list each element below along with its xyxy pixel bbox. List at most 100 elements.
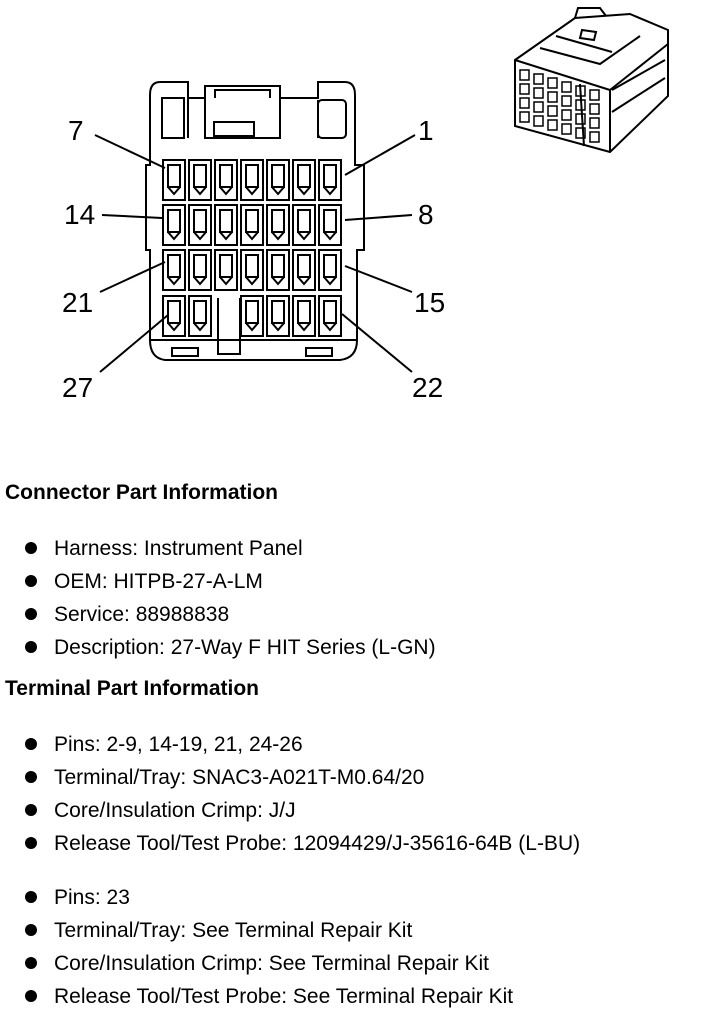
terminal-cavity-notch	[193, 231, 207, 241]
iso-cavity	[561, 81, 572, 93]
iso-cavity	[589, 131, 600, 143]
bullet-icon	[25, 924, 37, 936]
terminal-cavity	[318, 159, 342, 201]
bullet-icon	[25, 608, 37, 620]
iso-cavity	[533, 73, 544, 85]
terminal-cavity-inner	[193, 300, 207, 324]
list-item-text: Terminal/Tray: SNAC3-A021T-M0.64/20	[54, 766, 425, 789]
pin-label-15: 15	[414, 287, 445, 318]
terminal-cavity-inner	[245, 164, 259, 188]
connector-face-diagram: 7 1 14 8 21 15 27 22	[62, 7, 669, 403]
terminal-cavity-inner	[323, 254, 337, 278]
list-item: Harness: Instrument Panel	[0, 532, 436, 565]
terminal-cavity	[292, 159, 316, 201]
leader-7	[94, 134, 166, 169]
terminal-cavity-notch	[297, 322, 311, 332]
terminal-cavity-inner	[297, 254, 311, 278]
list-item: Release Tool/Test Probe: See Terminal Re…	[0, 980, 513, 1013]
list-item: Pins: 2-9, 14-19, 21, 24-26	[0, 728, 580, 761]
terminal-cavity-notch	[323, 276, 337, 286]
bullet-icon	[25, 641, 37, 653]
terminal-cavity-inner	[167, 209, 181, 233]
terminal-cavity	[266, 249, 290, 291]
terminal-cavity	[162, 204, 186, 246]
bullet-icon	[25, 957, 37, 969]
terminal-cavity	[214, 204, 238, 246]
list-item-text: Terminal/Tray: See Terminal Repair Kit	[54, 919, 413, 942]
leader-27	[99, 314, 169, 373]
terminal-cavity	[214, 159, 238, 201]
list-item: Description: 27-Way F HIT Series (L-GN)	[0, 631, 436, 664]
pin-label-27: 27	[62, 372, 93, 403]
list-item-text: Service: 88988838	[54, 603, 230, 626]
iso-cavity	[589, 117, 600, 129]
terminal-cavity-notch	[167, 322, 181, 332]
pin-label-1: 1	[418, 115, 434, 146]
terminal-cavity	[162, 295, 186, 337]
iso-cavity	[519, 97, 530, 109]
list-item-text: OEM: HITPB-27-A-LM	[54, 570, 263, 593]
leader-15	[344, 265, 413, 293]
terminal-cavity-notch	[271, 322, 285, 332]
terminal-cavity-inner	[245, 254, 259, 278]
terminal-cavity-notch	[323, 186, 337, 196]
terminal-cavity-notch	[245, 276, 259, 286]
list-item-text: Harness: Instrument Panel	[54, 537, 303, 560]
terminal-cavity-notch	[271, 231, 285, 241]
bullet-icon	[25, 837, 37, 849]
pin-label-14: 14	[64, 199, 95, 230]
terminal-info-title: Terminal Part Information	[5, 677, 259, 700]
terminal-cavity-notch	[297, 276, 311, 286]
terminal-cavity	[188, 249, 212, 291]
bullet-icon	[25, 771, 37, 783]
iso-cavity	[519, 83, 530, 95]
terminal-cavity-inner	[245, 209, 259, 233]
iso-cavity	[575, 127, 586, 139]
terminal-cavity	[162, 159, 186, 201]
list-item-text: Description: 27-Way F HIT Series (L-GN)	[54, 636, 436, 659]
terminal-cavity	[318, 249, 342, 291]
list-item: Terminal/Tray: See Terminal Repair Kit	[0, 914, 513, 947]
pin-label-8: 8	[418, 199, 434, 230]
iso-cavity	[575, 99, 586, 111]
terminal-cavity	[240, 249, 264, 291]
terminal-cavity	[188, 204, 212, 246]
terminal-cavity-notch	[271, 276, 285, 286]
iso-cavity	[547, 119, 558, 131]
terminal-cavity	[266, 159, 290, 201]
connector-housing	[145, 81, 365, 361]
iso-cavity	[589, 103, 600, 115]
iso-cavity	[533, 87, 544, 99]
terminal-cavity	[188, 295, 212, 337]
terminal-cavity-notch	[245, 322, 259, 332]
terminal-cavity-inner	[193, 209, 207, 233]
iso-cavity	[533, 115, 544, 127]
terminal-cavity-inner	[193, 164, 207, 188]
terminal-cavity-notch	[167, 276, 181, 286]
terminal-cavity-inner	[219, 254, 233, 278]
left-window	[161, 97, 185, 139]
terminal-cavity	[318, 295, 342, 337]
list-item-text: Pins: 2-9, 14-19, 21, 24-26	[54, 733, 303, 756]
terminal-cavity-inner	[167, 164, 181, 188]
terminal-cavity-notch	[219, 276, 233, 286]
leader-8	[344, 214, 413, 221]
terminal-cavity-notch	[245, 186, 259, 196]
pin-label-22: 22	[412, 372, 443, 403]
terminal-cavity	[162, 249, 186, 291]
terminal-cavity-inner	[323, 164, 337, 188]
terminal-cavity-inner	[297, 164, 311, 188]
leader-21	[99, 261, 166, 293]
terminal-cavity-inner	[323, 209, 337, 233]
iso-cavity	[589, 89, 600, 101]
list-item: Pins: 23	[0, 881, 513, 914]
list-item: Service: 88988838	[0, 598, 436, 631]
latch-window	[213, 121, 255, 137]
list-item-text: Core/Insulation Crimp: See Terminal Repa…	[54, 952, 489, 975]
terminal-cavity-inner	[297, 209, 311, 233]
list-item: Release Tool/Test Probe: 12094429/J-3561…	[0, 827, 580, 860]
iso-cavity	[547, 77, 558, 89]
terminal-cavity	[266, 295, 290, 337]
terminal-cavity-notch	[323, 322, 337, 332]
terminal-cavity-notch	[297, 186, 311, 196]
